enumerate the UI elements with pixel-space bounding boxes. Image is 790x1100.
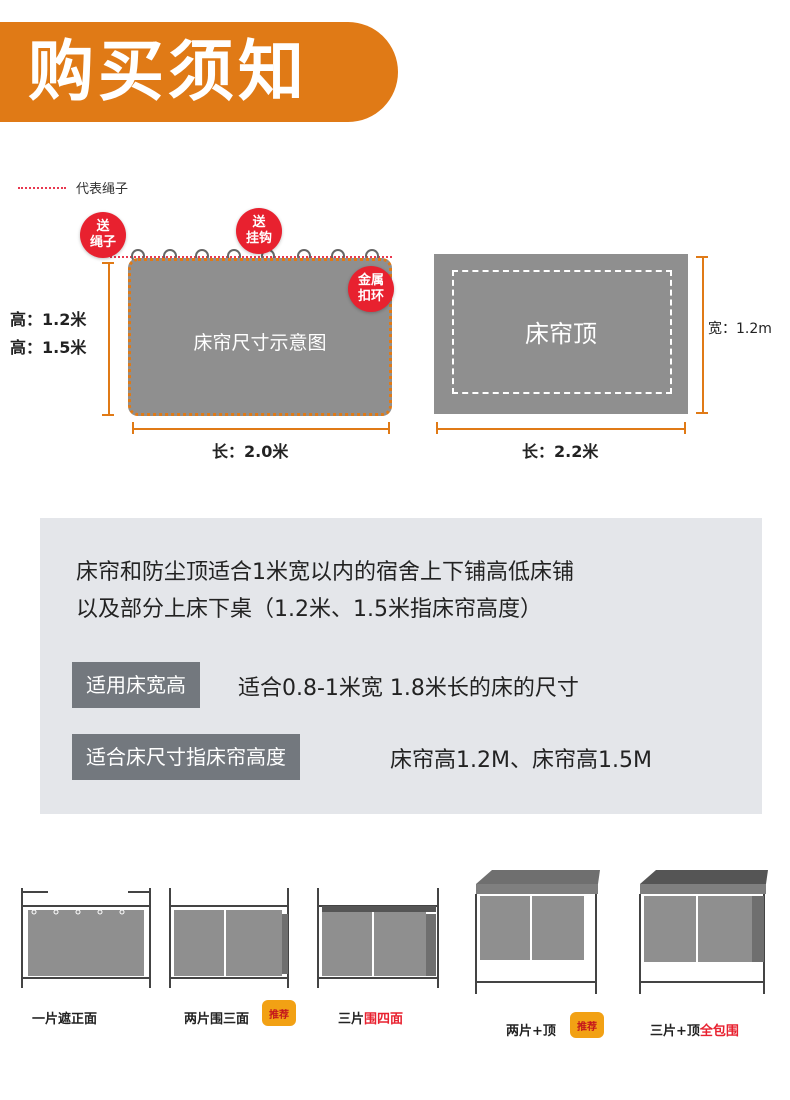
curtain-height-value: 床帘高1.2M、床帘高1.5M <box>390 748 652 773</box>
bed-caption-3: 三片围四面 <box>338 1012 404 1027</box>
curtain-height-label-2: 高：1.5米 <box>10 338 87 357</box>
header-banner <box>0 22 398 122</box>
bed-size-value: 适合0.8-1米宽 1.8米长的床的尺寸 <box>238 676 579 701</box>
rings-badge: 金属 扣环 <box>348 266 394 312</box>
top-panel-dashed-border <box>452 270 672 394</box>
top-width-label: 宽：1.2m <box>708 321 772 337</box>
rope-badge: 送 绳子 <box>80 212 126 258</box>
rope-line <box>110 256 392 258</box>
recommend-badge-2: 推荐 <box>262 1000 296 1026</box>
curtain-height-tag: 适合床尺寸指床帘高度 <box>72 734 300 780</box>
bed-caption-4: 两片+顶 <box>506 1024 556 1039</box>
bed-illustration-3 <box>317 888 439 988</box>
bed-size-tag: 适用床宽高 <box>72 662 200 708</box>
top-panel <box>434 254 688 414</box>
page-title: 购买须知 <box>28 33 308 110</box>
recommend-badge-4: 推荐 <box>570 1012 604 1038</box>
top-length-tick-left <box>436 422 438 434</box>
bed-illustration-2 <box>169 888 289 988</box>
info-description: 床帘和防尘顶适合1米宽以内的宿舍上下铺高低床铺 以及部分上床下桌（1.2米、1.… <box>76 554 574 628</box>
hooks-badge: 送 挂钩 <box>236 208 282 254</box>
bed-caption-1: 一片遮正面 <box>32 1012 98 1027</box>
curtain-height-arrow <box>108 262 110 414</box>
top-width-tick-bottom <box>696 412 708 414</box>
bed-illustration-1 <box>21 888 151 988</box>
info-line-1: 床帘和防尘顶适合1米宽以内的宿舍上下铺高低床铺 <box>76 560 574 585</box>
bed-illustration-4 <box>475 870 600 994</box>
curtain-height-tick-top <box>102 262 114 264</box>
top-panel-label: 床帘顶 <box>525 320 597 348</box>
rope-legend-text: 代表绳子 <box>76 182 129 197</box>
top-length-label: 长：2.2米 <box>522 442 599 461</box>
bed-caption-2: 两片围三面 <box>184 1012 250 1027</box>
top-length-tick-right <box>684 422 686 434</box>
top-length-arrow <box>438 428 684 430</box>
info-line-2: 以及部分上床下桌（1.2米、1.5米指床帘高度） <box>76 597 542 622</box>
curtain-length-tick-right <box>388 422 390 434</box>
curtain-height-tick-bottom <box>102 414 114 416</box>
curtain-length-tick-left <box>132 422 134 434</box>
top-width-arrow <box>702 256 704 412</box>
top-width-tick-top <box>696 256 708 258</box>
curtain-length-arrow <box>134 428 388 430</box>
curtain-height-label-1: 高：1.2米 <box>10 310 87 329</box>
curtain-length-label: 长：2.0米 <box>212 442 289 461</box>
curtain-panel-label: 床帘尺寸示意图 <box>193 332 327 354</box>
rope-legend-line <box>18 187 66 189</box>
bed-caption-5: 三片+顶全包围 <box>650 1024 739 1039</box>
bed-illustration-5 <box>639 870 768 994</box>
